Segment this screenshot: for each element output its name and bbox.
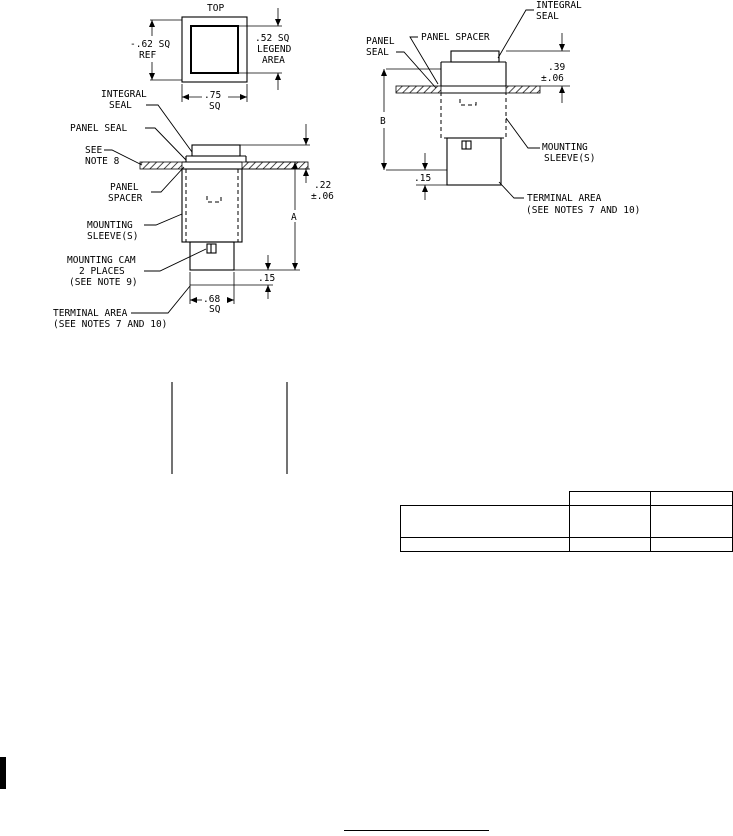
- table-cell: [569, 491, 651, 506]
- top-view-legend-square: [190, 25, 239, 74]
- legend-area-dim-line3: AREA: [262, 55, 285, 66]
- dim-68-line1: .68: [203, 294, 220, 305]
- left-see-note-label-2: NOTE 8: [85, 156, 120, 167]
- right-panel-hatch-left: [395, 85, 442, 94]
- right-panel-seal-label-2: SEAL: [366, 47, 389, 58]
- legend-area-dim-line1: .52 SQ: [255, 33, 290, 44]
- left-panel-hatch-left: [139, 161, 183, 170]
- table-cell: [650, 505, 733, 538]
- right-integral-seal-cap: [450, 50, 500, 63]
- right-panel-hatch-right: [505, 85, 541, 94]
- dim-39-line1: .39: [548, 62, 565, 73]
- dim-a-label: A: [291, 212, 297, 223]
- top-view-title: TOP: [207, 3, 224, 14]
- left-panel-spacer-label-1: PANEL: [110, 182, 139, 193]
- right-terminal-area-label-1: TERMINAL AREA: [527, 193, 602, 204]
- right-side-view: B .39 ±.06 .15 INTEGRAL SEAL PANEL SPACE…: [366, 0, 640, 216]
- dim-68-line2: SQ: [209, 304, 221, 315]
- width-dim-line2: SQ: [209, 101, 221, 112]
- table-row: [400, 505, 733, 538]
- table-row: [400, 537, 733, 552]
- table-cell: [569, 537, 651, 552]
- sq-ref-dim-line2: REF: [139, 50, 156, 61]
- sq-ref-dim-line1: -.62 SQ: [130, 39, 170, 50]
- left-terminal-area-label-1: TERMINAL AREA: [53, 308, 128, 319]
- top-view-outer-square: [181, 16, 248, 83]
- left-side-view: A .22 ±.06 .15 .68 SQ INTEGRAL SEAL PANE…: [53, 89, 334, 330]
- table-cell: [569, 505, 651, 538]
- right-mounting-sleeve-label-1: MOUNTING: [542, 142, 588, 153]
- left-integral-seal-label-1: INTEGRAL: [101, 89, 147, 100]
- left-mounting-sleeve-label-2: SLEEVE(S): [87, 231, 138, 242]
- left-terminal-area-label-2: (SEE NOTES 7 AND 10): [53, 319, 167, 330]
- right-terminal-area: [446, 137, 502, 186]
- top-view: TOP -.62 SQ REF .52 SQ LEGEND AREA .75 S…: [130, 3, 292, 112]
- table-cell: [400, 537, 570, 552]
- left-integral-seal-cap: [191, 144, 241, 157]
- table-cell: [400, 505, 570, 538]
- right-mounting-sleeve: [440, 92, 507, 139]
- dim-b-label: B: [380, 116, 386, 127]
- width-dim-line1: .75: [204, 90, 221, 101]
- right-panel-spacer-label: PANEL SPACER: [421, 32, 490, 43]
- left-mounting-cam-label-2: 2 PLACES: [79, 266, 125, 277]
- dim-15-right: .15: [414, 173, 431, 184]
- table-row: [400, 491, 733, 506]
- left-panel-seal-label: PANEL SEAL: [70, 123, 127, 134]
- footer-rule: [344, 830, 489, 831]
- dimension-table: [400, 491, 733, 552]
- dim-22-line2: ±.06: [311, 191, 334, 202]
- left-mounting-sleeve-label-1: MOUNTING: [87, 220, 133, 231]
- page-edge-mark: [0, 757, 6, 789]
- left-integral-seal-label-2: SEAL: [109, 100, 132, 111]
- right-terminal-area-label-2: (SEE NOTES 7 AND 10): [526, 205, 640, 216]
- left-mounting-cam-label-1: MOUNTING CAM: [67, 255, 136, 266]
- right-mounting-sleeve-label-2: SLEEVE(S): [544, 153, 595, 164]
- left-panel-spacer-label-2: SPACER: [108, 193, 143, 204]
- left-mounting-sleeve: [181, 168, 243, 243]
- dim-22-line1: .22: [314, 180, 331, 191]
- table-cell: [400, 491, 570, 506]
- right-panel-seal-label-1: PANEL: [366, 36, 395, 47]
- left-see-note-label-1: SEE: [85, 145, 102, 156]
- right-integral-seal-label-1: INTEGRAL: [536, 0, 582, 11]
- left-panel-hatch-right: [241, 161, 309, 170]
- table-cell: [650, 537, 733, 552]
- table-cell: [650, 491, 733, 506]
- left-terminal-area: [189, 241, 235, 271]
- dim-39-line2: ±.06: [541, 73, 564, 84]
- left-mounting-cam-label-3: (SEE NOTE 9): [69, 277, 138, 288]
- dim-15-left: .15: [258, 273, 275, 284]
- legend-area-dim-line2: LEGEND: [257, 44, 292, 55]
- right-integral-seal-label-2: SEAL: [536, 11, 559, 22]
